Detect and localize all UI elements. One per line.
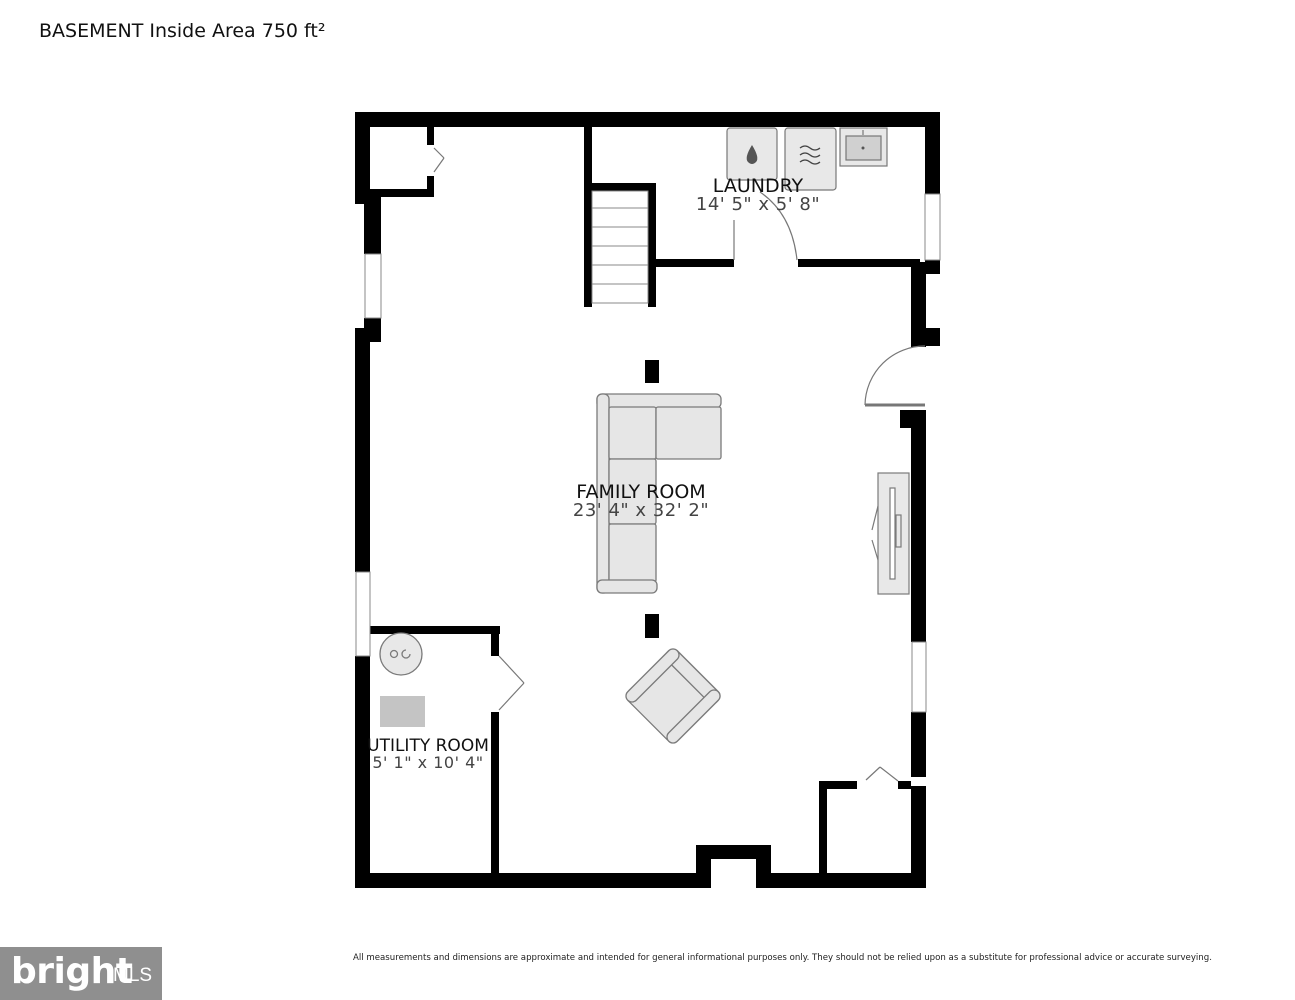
laundry-appliances <box>726 127 888 191</box>
walls <box>355 112 940 888</box>
door-icon <box>864 345 926 407</box>
room-name: UTILITY ROOM <box>367 736 489 756</box>
utility-panel <box>380 696 425 727</box>
disclaimer: All measurements and dimensions are appr… <box>353 953 1212 963</box>
dryer <box>784 127 837 191</box>
room-label-utility-room: UTILITY ROOM 5' 1" x 10' 4" <box>367 738 489 771</box>
stairs-icon <box>591 190 649 304</box>
logo-suffix: MLS <box>113 965 153 986</box>
water-drop-icon <box>746 145 758 164</box>
windows <box>355 193 941 713</box>
doors <box>433 147 926 782</box>
sofa-icon <box>596 393 722 594</box>
room-label-laundry: LAUNDRY 14' 5" x 5' 8" <box>696 177 820 214</box>
tv-icon <box>871 472 910 595</box>
room-dimensions: 23' 4" x 32' 2" <box>572 500 710 521</box>
room-name: FAMILY ROOM <box>576 481 706 503</box>
door-icon <box>433 147 445 173</box>
page-title: BASEMENT Inside Area 750 ft² <box>39 20 326 42</box>
water-heater-icon <box>379 632 423 676</box>
door-icon <box>865 766 899 782</box>
armchair-icon <box>625 648 721 744</box>
door-icon <box>498 655 525 711</box>
door-icon <box>733 191 798 261</box>
room-dimensions: 5' 1" x 10' 4" <box>372 753 484 772</box>
room-dimensions: 14' 5" x 5' 8" <box>695 194 821 215</box>
waves-icon <box>799 145 821 165</box>
logo-text: bright <box>11 951 133 992</box>
bright-mls-logo: bright MLS <box>0 947 162 1000</box>
room-name: LAUNDRY <box>712 175 804 197</box>
room-label-family-room: FAMILY ROOM 23' 4" x 32' 2" <box>573 483 709 520</box>
